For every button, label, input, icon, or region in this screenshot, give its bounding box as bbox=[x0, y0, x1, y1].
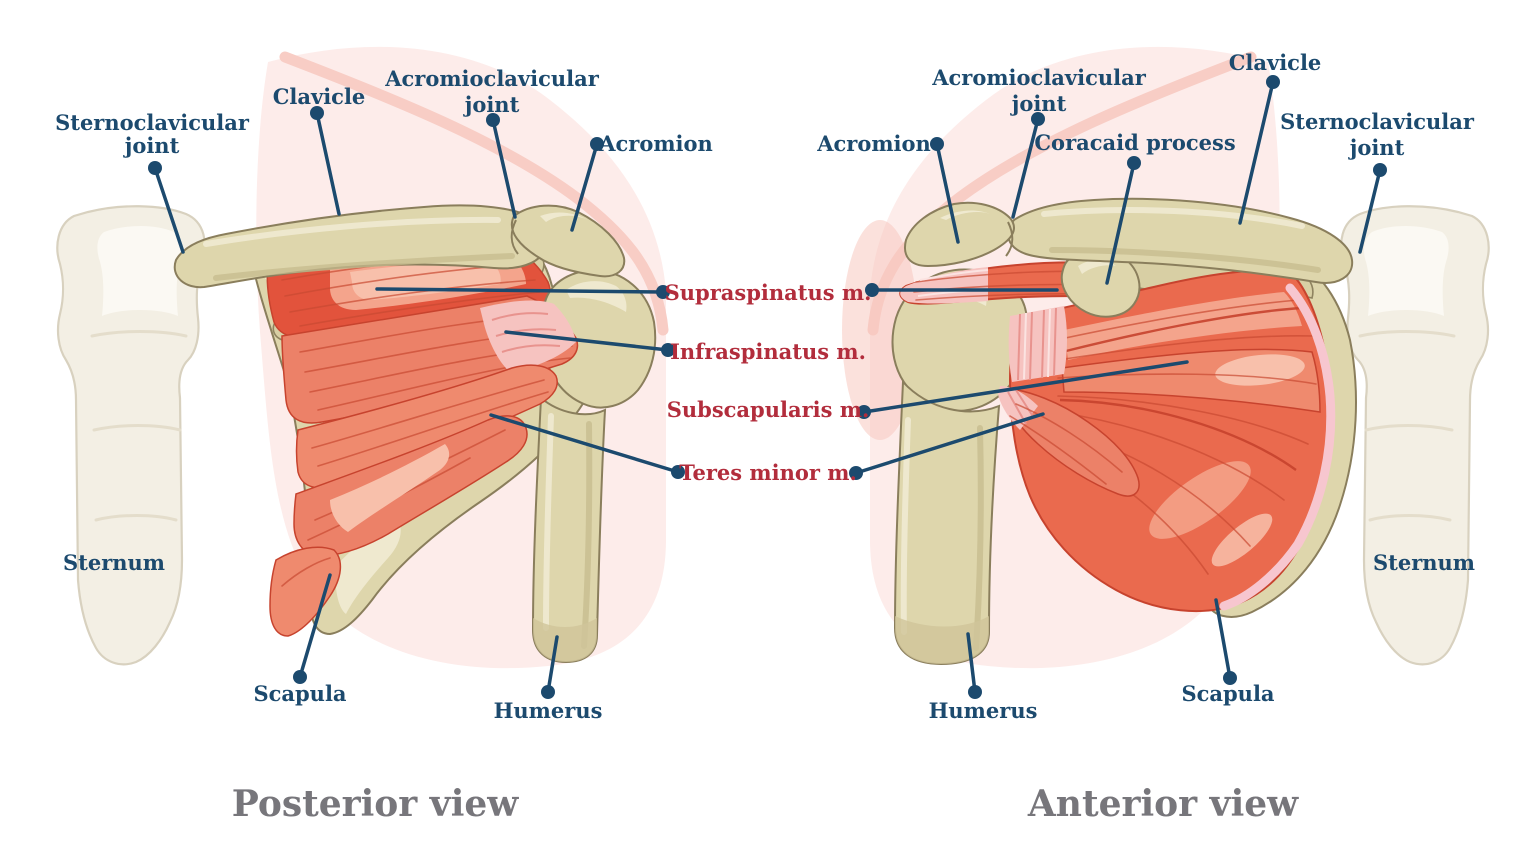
label-clavicle-anterior: Clavicle bbox=[1229, 50, 1322, 75]
label-acromion-anterior: Acromion bbox=[816, 131, 931, 156]
acromion-anterior bbox=[904, 201, 1015, 268]
label-scapula-anterior: Scapula bbox=[1181, 681, 1274, 706]
label-infraspinatus-muscle: Infraspinatus m. bbox=[670, 339, 866, 364]
leader-lines bbox=[148, 75, 1387, 699]
subscapularis-muscle-anterior bbox=[1008, 269, 1331, 612]
label-acromioclavicular-joint-posterior-line2: joint bbox=[463, 92, 520, 117]
label-supraspinatus-muscle: Supraspinatus m. bbox=[665, 280, 872, 305]
label-sternoclavicular-joint-anterior-line2: joint bbox=[1348, 135, 1405, 160]
humerus-anterior bbox=[891, 268, 1029, 666]
infraspinatus-muscle-posterior bbox=[281, 295, 579, 424]
tendon-stripe-lines bbox=[491, 312, 561, 353]
label-sternum-posterior: Sternum bbox=[63, 550, 165, 575]
teres-major-muscle-posterior bbox=[269, 415, 528, 637]
label-teres-minor-muscle: Teres minor m. bbox=[679, 460, 857, 485]
humerus-posterior bbox=[531, 268, 657, 664]
label-coracoid-process-anterior: Coracaid process bbox=[1034, 130, 1235, 155]
label-acromion-posterior: Acromion bbox=[598, 131, 713, 156]
clavicle-posterior bbox=[173, 204, 548, 289]
label-acromioclavicular-joint-anterior-line2: joint bbox=[1010, 91, 1067, 116]
muscle-fiber-lines bbox=[311, 379, 549, 467]
label-sternoclavicular-joint-posterior-line2: joint bbox=[123, 133, 180, 158]
label-sternoclavicular-joint-anterior: Sternoclavicular bbox=[1280, 109, 1475, 134]
sternum-anterior bbox=[1340, 205, 1490, 666]
anterior-view-title: Anterior view bbox=[1027, 783, 1299, 825]
label-acromioclavicular-joint-anterior: Acromioclavicular bbox=[931, 65, 1147, 90]
scapula-anterior-pink-rim bbox=[1219, 283, 1336, 611]
muscle-labels: Supraspinatus m. Infraspinatus m. Subsca… bbox=[665, 280, 872, 485]
label-humerus-anterior: Humerus bbox=[929, 698, 1038, 723]
acromion-posterior bbox=[510, 204, 626, 278]
anterior-labels: Acromion Acromioclavicular joint Coracai… bbox=[816, 50, 1475, 825]
posterior-view-title: Posterior view bbox=[232, 783, 520, 825]
teres-minor-muscle-posterior bbox=[295, 364, 558, 489]
label-scapula-posterior: Scapula bbox=[253, 681, 346, 706]
muscle-fiber-lines bbox=[1045, 299, 1317, 575]
label-sternoclavicular-joint-posterior: Sternoclavicular bbox=[55, 110, 250, 135]
label-acromioclavicular-joint-posterior: Acromioclavicular bbox=[384, 66, 600, 91]
label-clavicle-posterior: Clavicle bbox=[273, 84, 366, 109]
label-sternum-anterior: Sternum bbox=[1373, 550, 1475, 575]
posterior-labels: Sternoclavicular joint Clavicle Acromioc… bbox=[55, 66, 713, 825]
tendon-stripe-lines bbox=[1017, 307, 1057, 381]
clavicle-anterior bbox=[1006, 197, 1354, 284]
anterior-figure bbox=[842, 46, 1490, 669]
label-humerus-posterior: Humerus bbox=[494, 698, 603, 723]
label-subscapularis-muscle: Subscapularis m. bbox=[667, 397, 870, 422]
posterior-figure bbox=[56, 46, 669, 669]
